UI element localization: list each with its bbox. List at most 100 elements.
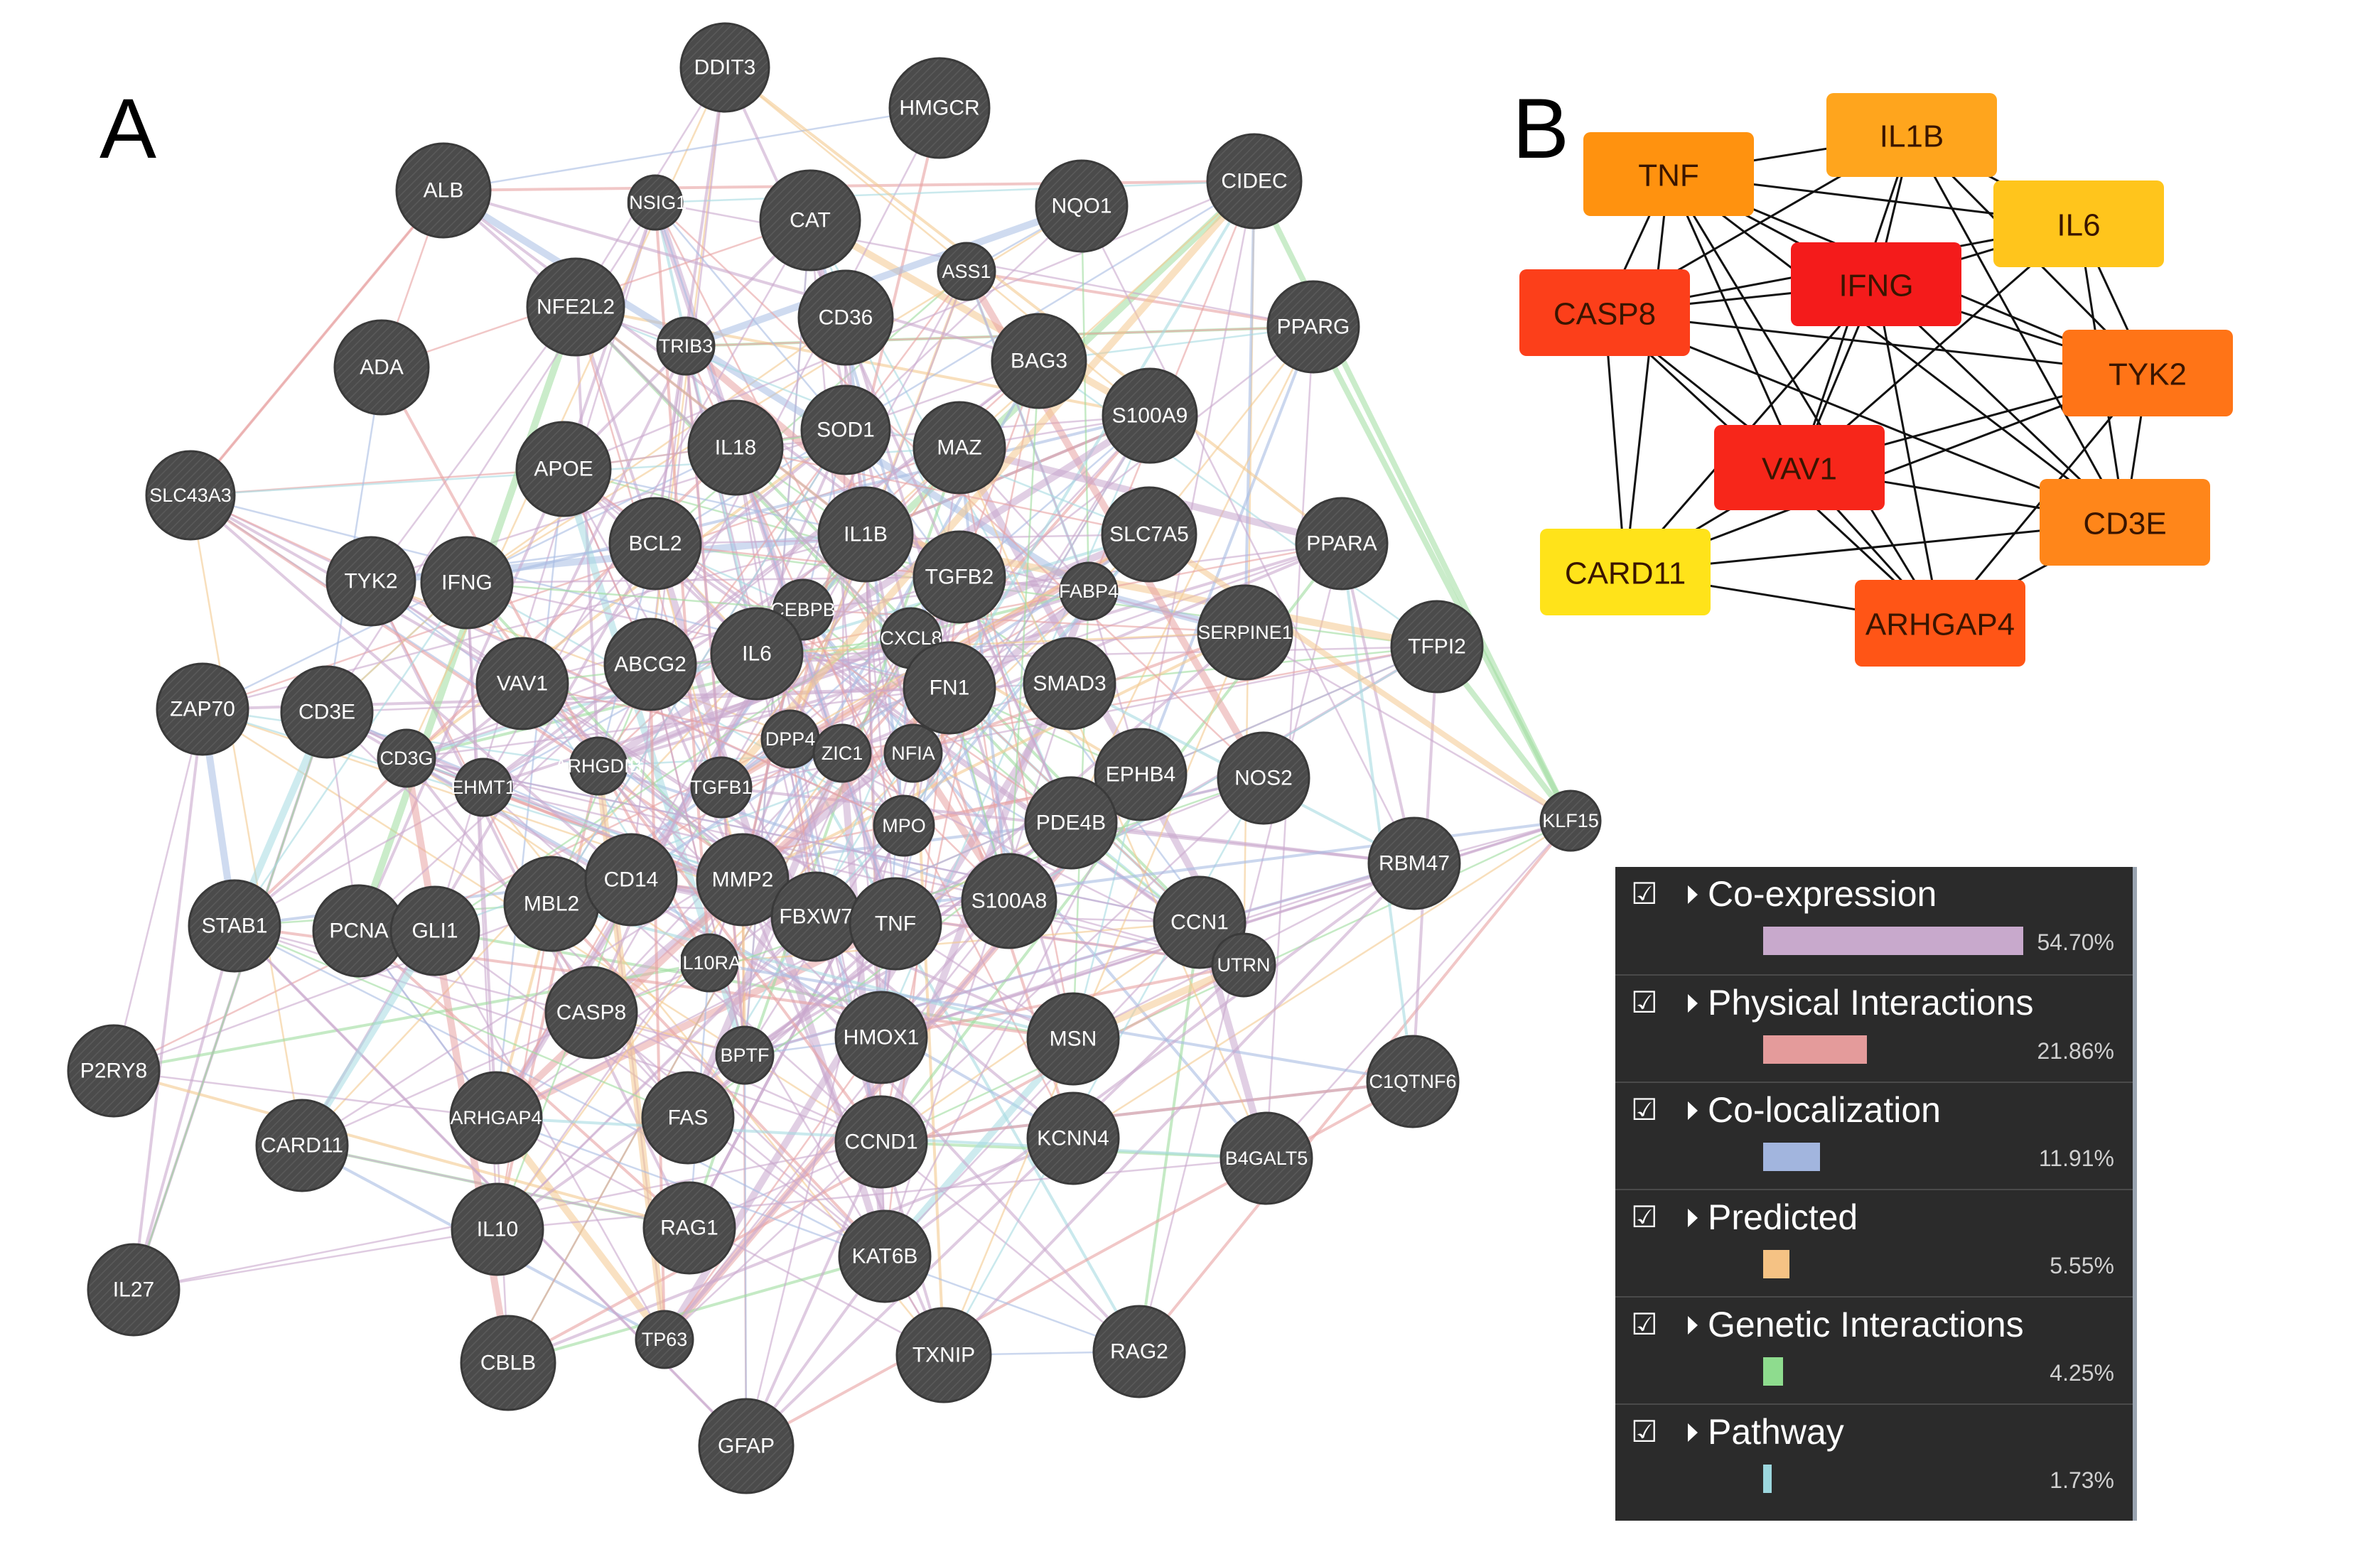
- node-card11[interactable]: CARD11: [255, 1099, 349, 1192]
- node-kat6b[interactable]: KAT6B: [838, 1209, 932, 1303]
- node-stab1[interactable]: STAB1: [188, 879, 281, 973]
- hub-node-cd3e[interactable]: CD3E: [2040, 479, 2210, 566]
- node-klf15[interactable]: KLF15: [1539, 789, 1602, 852]
- node-il18[interactable]: IL18: [687, 399, 784, 496]
- node-cd36[interactable]: CD36: [797, 269, 894, 366]
- expand-triangle-icon[interactable]: [1688, 885, 1698, 904]
- node-cd3g[interactable]: CD3G: [377, 728, 436, 788]
- hub-node-vav1[interactable]: VAV1: [1714, 425, 1885, 510]
- node-zap70[interactable]: ZAP70: [156, 662, 249, 756]
- node-s100a8[interactable]: S100A8: [961, 853, 1057, 949]
- node-pcna[interactable]: PCNA: [312, 884, 406, 978]
- node-fas[interactable]: FAS: [641, 1071, 735, 1165]
- node-mpo[interactable]: MPO: [873, 794, 935, 857]
- node-il10[interactable]: IL10: [451, 1182, 544, 1276]
- checkbox-icon[interactable]: ☑: [1631, 1307, 1658, 1342]
- node-il10ra[interactable]: IL10RA: [677, 933, 741, 993]
- node-tyk2[interactable]: TYK2: [325, 536, 416, 627]
- node-slc43a3[interactable]: SLC43A3: [145, 450, 236, 541]
- node-smad3[interactable]: SMAD3: [1023, 637, 1116, 730]
- node-il1b[interactable]: IL1B: [817, 486, 914, 583]
- node-arhgap4[interactable]: ARHGAP4: [449, 1071, 543, 1165]
- hub-node-casp8[interactable]: CASP8: [1519, 269, 1690, 356]
- hub-node-tnf[interactable]: TNF: [1583, 132, 1754, 216]
- node-zic1[interactable]: ZIC1: [812, 723, 872, 783]
- node-tnf[interactable]: TNF: [849, 877, 942, 971]
- node-il6[interactable]: IL6: [710, 607, 804, 701]
- node-tp63[interactable]: TP63: [635, 1310, 694, 1369]
- node-tgfb1[interactable]: TGFB1: [690, 756, 753, 819]
- node-gli1[interactable]: GLI1: [389, 885, 480, 976]
- node-ephb4[interactable]: EPHB4: [1094, 728, 1188, 821]
- checkbox-icon[interactable]: ☑: [1631, 1199, 1658, 1234]
- node-ccnd1[interactable]: CCND1: [834, 1095, 928, 1189]
- node-maz[interactable]: MAZ: [912, 401, 1006, 495]
- node-fabp4[interactable]: FABP4: [1059, 561, 1119, 621]
- node-nqo1[interactable]: NQO1: [1035, 159, 1129, 253]
- node-ehmt1[interactable]: EHMT1: [451, 757, 516, 817]
- expand-triangle-icon[interactable]: [1688, 1209, 1698, 1227]
- node-c1qtnf6[interactable]: C1QTNF6: [1366, 1035, 1460, 1128]
- node-rag1[interactable]: RAG1: [642, 1181, 736, 1275]
- node-ada[interactable]: ADA: [333, 319, 430, 416]
- node-bcl2[interactable]: BCL2: [608, 497, 702, 591]
- expand-triangle-icon[interactable]: [1688, 1316, 1698, 1335]
- node-kcnn4[interactable]: KCNN4: [1026, 1091, 1120, 1185]
- node-bag3[interactable]: BAG3: [991, 313, 1087, 409]
- node-arhgdib[interactable]: ARHGDIB: [554, 736, 642, 796]
- hub-node-il6[interactable]: IL6: [1993, 180, 2164, 267]
- node-trib3[interactable]: TRIB3: [656, 316, 716, 376]
- node-gfap[interactable]: GFAP: [698, 1398, 795, 1494]
- node-ass1[interactable]: ASS1: [937, 242, 996, 301]
- checkbox-icon[interactable]: ☑: [1631, 1414, 1658, 1449]
- hub-node-card11[interactable]: CARD11: [1540, 529, 1711, 615]
- node-slc7a5[interactable]: SLC7A5: [1101, 486, 1197, 583]
- node-alb[interactable]: ALB: [395, 142, 492, 239]
- node-msn[interactable]: MSN: [1026, 992, 1120, 1086]
- node-ifng[interactable]: IFNG: [420, 536, 514, 630]
- node-insig1[interactable]: INSIG1: [624, 174, 687, 231]
- node-pde4b[interactable]: PDE4B: [1024, 776, 1118, 870]
- expand-triangle-icon[interactable]: [1688, 1423, 1698, 1442]
- node-mbl2[interactable]: MBL2: [503, 856, 600, 952]
- node-s100a9[interactable]: S100A9: [1102, 367, 1198, 464]
- node-fbxw7[interactable]: FBXW7: [770, 871, 861, 962]
- node-bptf[interactable]: BPTF: [715, 1025, 775, 1085]
- node-hmgcr[interactable]: HMGCR: [888, 57, 991, 159]
- node-ddit3[interactable]: DDIT3: [679, 22, 770, 113]
- node-txnip[interactable]: TXNIP: [895, 1307, 992, 1403]
- node-nfe2l2[interactable]: NFE2L2: [526, 257, 625, 357]
- node-casp8[interactable]: CASP8: [544, 966, 638, 1060]
- node-apoe[interactable]: APOE: [515, 421, 612, 517]
- checkbox-icon[interactable]: ☑: [1631, 985, 1658, 1020]
- node-serpine1[interactable]: SERPINE1: [1197, 584, 1293, 681]
- node-cblb[interactable]: CBLB: [460, 1315, 556, 1411]
- node-vav1[interactable]: VAV1: [475, 637, 569, 730]
- node-tgfb2[interactable]: TGFB2: [912, 530, 1006, 624]
- node-nfia[interactable]: NFIA: [883, 723, 943, 783]
- node-tfpi2[interactable]: TFPI2: [1390, 600, 1484, 694]
- node-ppara[interactable]: PPARA: [1295, 497, 1389, 591]
- node-cidec[interactable]: CIDEC: [1206, 133, 1303, 230]
- node-b4galt5[interactable]: B4GALT5: [1219, 1111, 1313, 1205]
- expand-triangle-icon[interactable]: [1688, 994, 1698, 1013]
- node-cd14[interactable]: CD14: [584, 833, 678, 927]
- node-dpp4[interactable]: DPP4: [760, 709, 820, 769]
- node-sod1[interactable]: SOD1: [800, 384, 891, 475]
- node-hmox1[interactable]: HMOX1: [834, 991, 928, 1084]
- hub-node-ifng[interactable]: IFNG: [1791, 242, 1961, 326]
- expand-triangle-icon[interactable]: [1688, 1101, 1698, 1120]
- hub-node-il1b[interactable]: IL1B: [1826, 93, 1997, 177]
- node-mmp2[interactable]: MMP2: [696, 833, 790, 927]
- hub-node-arhgap4[interactable]: ARHGAP4: [1855, 580, 2025, 667]
- node-nos2[interactable]: NOS2: [1217, 731, 1310, 825]
- node-rbm47[interactable]: RBM47: [1367, 816, 1461, 910]
- checkbox-icon[interactable]: ☑: [1631, 876, 1658, 911]
- node-cat[interactable]: CAT: [759, 169, 861, 271]
- node-rag2[interactable]: RAG2: [1092, 1305, 1186, 1398]
- hub-node-tyk2[interactable]: TYK2: [2062, 330, 2233, 416]
- node-abcg2[interactable]: ABCG2: [603, 618, 697, 711]
- node-p2ry8[interactable]: P2RY8: [67, 1024, 161, 1118]
- node-fn1[interactable]: FN1: [903, 641, 996, 735]
- node-cd3e[interactable]: CD3E: [280, 665, 374, 759]
